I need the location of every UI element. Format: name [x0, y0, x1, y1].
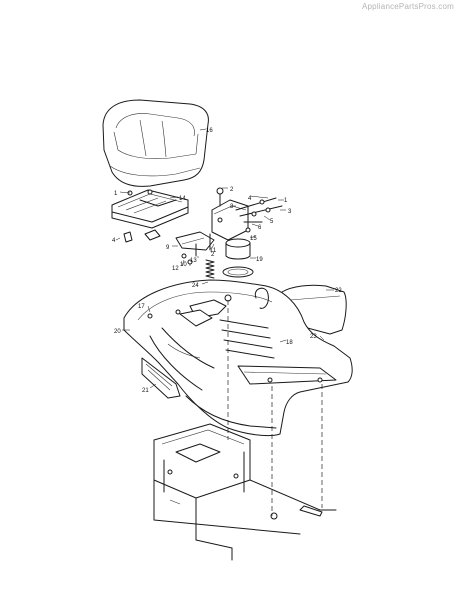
- callout-4: 4: [112, 238, 116, 244]
- callout-21: 21: [142, 388, 149, 394]
- callout-2: 2: [230, 187, 234, 193]
- callout-24: 24: [192, 283, 199, 289]
- fuel-tank-cap-part[interactable]: [222, 238, 254, 278]
- callout-2b: 2: [211, 252, 215, 258]
- seat-adjuster-bracket[interactable]: [111, 189, 189, 243]
- callout-labels: 16 1 14 2 4 3 5 6 3 4 1 15 19 9 11 12 10…: [112, 128, 342, 394]
- callout-1b: 1: [284, 198, 288, 204]
- callout-leaders: [115, 128, 334, 389]
- callout-12: 12: [172, 266, 179, 272]
- frame-chassis[interactable]: [153, 423, 337, 561]
- callout-3b: 3: [288, 209, 292, 215]
- callout-19: 19: [256, 257, 263, 263]
- callout-9: 9: [166, 245, 170, 251]
- callout-3: 3: [230, 204, 234, 210]
- callout-13: 13: [190, 258, 197, 264]
- side-trim-part[interactable]: [141, 357, 181, 399]
- callout-22: 22: [335, 288, 342, 294]
- watermark-text: AppliancePartsPros.com: [362, 2, 454, 11]
- callout-15: 15: [250, 236, 257, 242]
- callout-20: 20: [114, 329, 121, 335]
- callout-17: 17: [138, 304, 145, 310]
- callout-1: 1: [114, 191, 118, 197]
- callout-14: 14: [179, 196, 186, 202]
- callout-23: 23: [310, 334, 317, 340]
- pivot-bracket-part[interactable]: [211, 187, 283, 241]
- callout-11: 11: [210, 248, 217, 254]
- callout-6: 6: [258, 225, 262, 231]
- callout-18: 18: [286, 340, 293, 346]
- seat-part[interactable]: [102, 99, 209, 187]
- callout-16: 16: [206, 128, 213, 134]
- body-shell-part[interactable]: [123, 279, 353, 437]
- callout-10: 10: [180, 262, 187, 268]
- alignment-lines: [227, 300, 323, 516]
- callout-5: 5: [270, 219, 274, 225]
- callout-4b: 4: [248, 196, 252, 202]
